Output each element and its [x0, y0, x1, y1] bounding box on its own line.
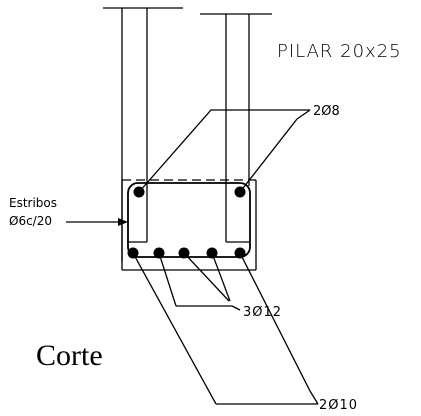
bottom-bars-label: 2Ø10	[319, 398, 358, 413]
pillar-bars-above	[103, 7, 272, 262]
leader-lines	[66, 109, 319, 405]
middle-bars-label: 3Ø12	[243, 305, 282, 320]
stirrup	[127, 182, 251, 258]
pillar-title: PILAR 20x25	[277, 41, 402, 62]
stirrups-label-line1: Estribos	[9, 196, 57, 210]
beam-section-outline	[121, 179, 257, 271]
longitudinal-bars	[127, 186, 246, 259]
top-bars-label: 2Ø8	[313, 104, 340, 119]
stirrups-label-line2: Ø6c/20	[9, 214, 52, 228]
section-label: Corte	[36, 339, 103, 372]
